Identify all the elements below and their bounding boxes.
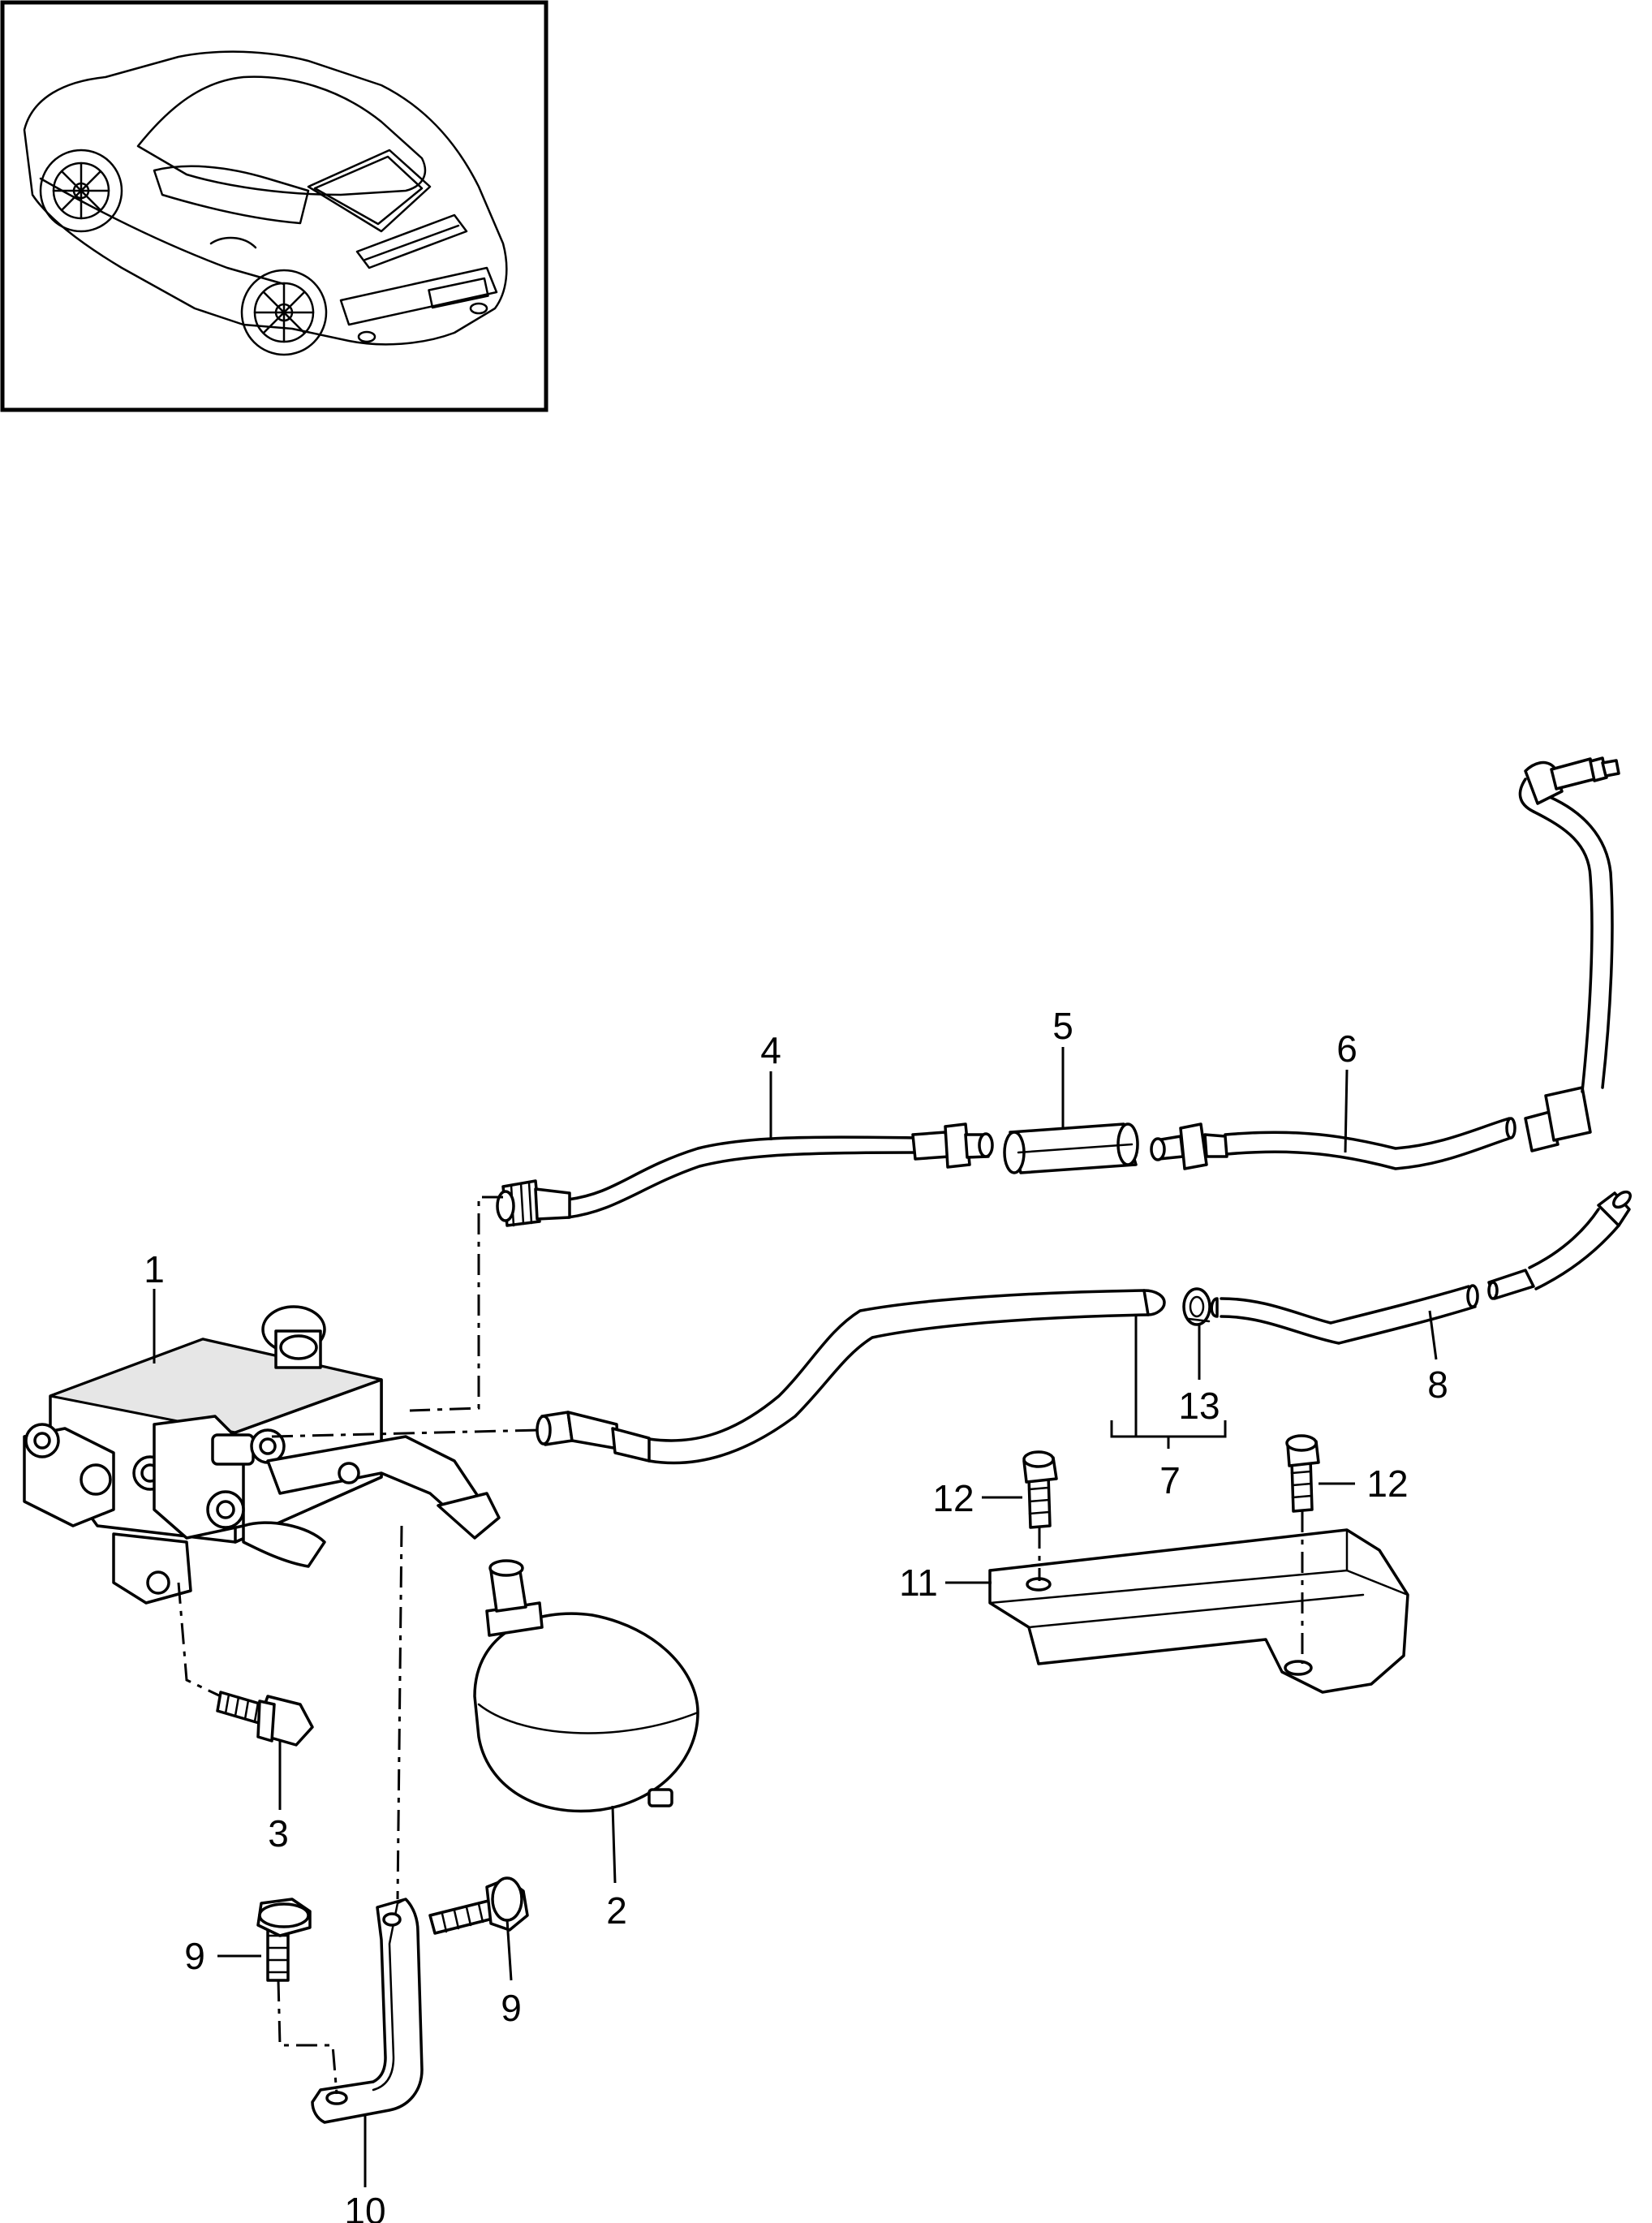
part-1-valve-assembly bbox=[23, 1305, 501, 1605]
part-9-bolt-right bbox=[428, 1876, 529, 1935]
callout-1: 1 bbox=[144, 1248, 165, 1290]
part-9-bolt-left bbox=[256, 1898, 312, 1982]
callout-8: 8 bbox=[1427, 1364, 1448, 1406]
part-7-hose-assembly bbox=[536, 1289, 1166, 1465]
callout-12-right: 12 bbox=[1366, 1463, 1408, 1505]
callout-12-left: 12 bbox=[932, 1477, 974, 1519]
part-13-hose-clamp bbox=[1182, 1287, 1211, 1326]
part-11-shield-plate bbox=[988, 1528, 1409, 1694]
vehicle-thumbnail bbox=[0, 0, 549, 412]
part-2-pressure-accumulator bbox=[473, 1559, 699, 1813]
callout-10: 10 bbox=[344, 2190, 385, 2223]
callout-leaders bbox=[153, 1047, 1438, 2187]
part-4-pressure-line bbox=[496, 1122, 994, 1227]
part-6-pressure-line bbox=[1150, 756, 1620, 1170]
part-12-screw-right bbox=[1285, 1434, 1320, 1513]
callout-9-left: 9 bbox=[184, 1935, 205, 1977]
callout-9-right: 9 bbox=[501, 1987, 522, 2029]
callout-2: 2 bbox=[606, 1889, 627, 1932]
part-3-bolt bbox=[216, 1691, 314, 1747]
callout-labels: 1 2 3 4 5 6 7 8 9 9 10 11 12 12 13 bbox=[144, 1005, 1448, 2223]
callout-4: 4 bbox=[760, 1029, 781, 1071]
callout-6: 6 bbox=[1336, 1027, 1357, 1070]
callout-11: 11 bbox=[899, 1562, 938, 1604]
callout-13: 13 bbox=[1178, 1385, 1220, 1427]
callout-5: 5 bbox=[1052, 1005, 1073, 1047]
car-rear-view-illustration bbox=[23, 50, 508, 356]
assembly-guide-lines bbox=[177, 1196, 1304, 2095]
part-5-union-connector bbox=[1003, 1122, 1139, 1174]
part-8-hose bbox=[1210, 1190, 1632, 1345]
part-10-bracket bbox=[311, 1898, 424, 2124]
callout-7: 7 bbox=[1159, 1459, 1181, 1501]
part-12-screw-left bbox=[1022, 1450, 1058, 1529]
callout-3: 3 bbox=[268, 1812, 289, 1855]
